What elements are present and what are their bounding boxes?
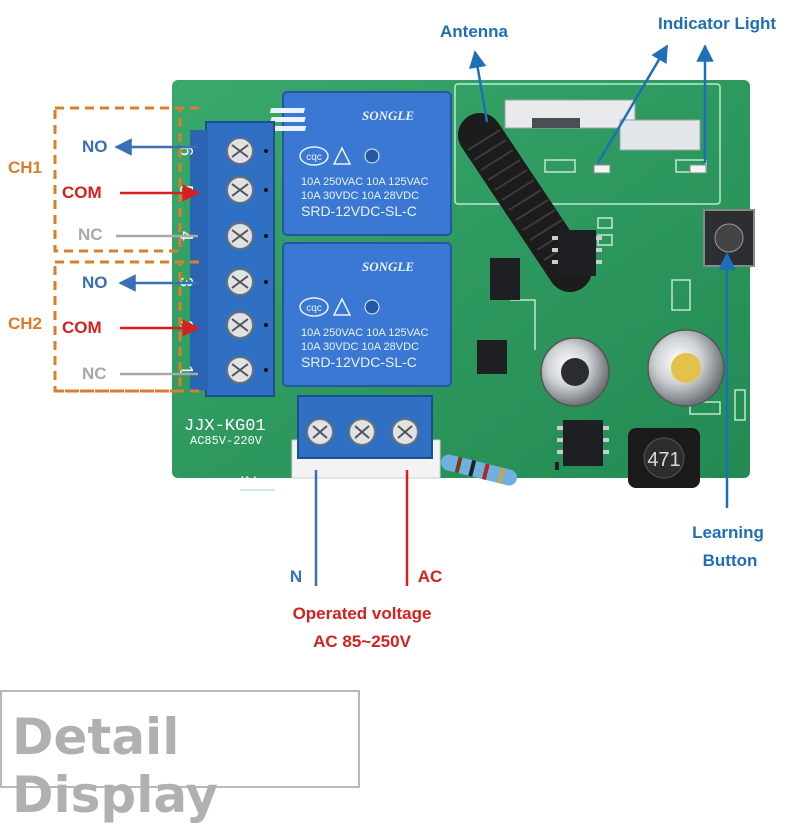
relay-rating-2: 10A 30VDC 10A 28VDC [301, 190, 419, 202]
ch2-nc-label: NC [82, 364, 107, 383]
relay-rating-1: 10A 250VAC 10A 125VAC [301, 327, 428, 339]
pin-number: 6 [176, 146, 196, 156]
antenna-callout: Antenna [440, 22, 508, 41]
input-screws [306, 418, 419, 446]
relay-1: SONGLE cqc 10A 250VAC 10A 125VAC 10A 30VDC … [269, 91, 452, 236]
indicator-pointer-1 [596, 44, 669, 164]
pin-number: 1 [176, 365, 196, 375]
ch2-no-label: NO [82, 273, 108, 292]
voltage-callout-line1: Operated voltage [292, 604, 432, 623]
ch1-label: CH1 [8, 158, 43, 177]
relay-board-diagram: SONGLE cqc 10A 250VAC 10A 125VAC 10A 30VDC … [53, 44, 755, 586]
chip-pins [552, 236, 609, 454]
relay-model: SRD-12VDC-SL-C [301, 354, 417, 370]
relay-cert: cqc [306, 152, 322, 163]
inductor [628, 428, 700, 488]
learning-callout-line1: Learning [692, 523, 764, 542]
relay-brand: SONGLE [362, 259, 414, 274]
learning-button[interactable] [703, 209, 755, 267]
antenna-pointer [469, 50, 489, 123]
smd-chips [477, 230, 603, 470]
relay-brand: SONGLE [362, 108, 414, 123]
capacitors [540, 329, 725, 407]
n-callout: N [289, 567, 303, 586]
detail-display-text: Detail Display [12, 708, 219, 824]
relay-rating-1: 10A 250VAC 10A 125VAC [301, 176, 428, 188]
silkscreen [240, 83, 746, 491]
relay-model: SRD-12VDC-SL-C [301, 203, 417, 219]
learning-callout-line2: Button [702, 551, 758, 570]
ch1-dashed-box [53, 106, 182, 253]
ch1-no-label: NO [82, 137, 108, 156]
ch1-com-label: COM [62, 183, 102, 202]
ch1-nc-label: NC [78, 225, 103, 244]
diagram-stage: SONGLE cqc 10A 250VAC 10A 125VAC 10A 30VDC … [0, 14, 777, 824]
relay-cert: cqc [306, 303, 322, 314]
board-rating: AC85V-220V [190, 434, 263, 448]
relays: SONGLE cqc 10A 250VAC 10A 125VAC 10A 30VDC … [229, 91, 452, 387]
spring-antenna [458, 113, 592, 292]
terminal-arrows [114, 138, 200, 376]
ch2-com-label: COM [62, 318, 102, 337]
ch2-label: CH2 [8, 314, 43, 333]
ac-callout: AC [417, 567, 443, 586]
relay-rating-2: 10A 30VDC 10A 28VDC [301, 341, 419, 353]
indicator-leds [593, 164, 707, 174]
input-pin-l: L [378, 485, 386, 502]
voltage-callout-line2: AC 85~250V [313, 632, 411, 651]
board-model: JJX-KG01 [184, 417, 266, 436]
resistor [440, 454, 518, 486]
indicator-callout: Indicator Light [657, 14, 777, 33]
input-label: IN [240, 473, 257, 492]
output-terminals [226, 137, 268, 384]
output-terminal-block [190, 121, 275, 397]
inductor-label: 471 [647, 449, 680, 471]
input-pin-n: N [307, 485, 318, 502]
detail-display-box: Detail Display [0, 690, 360, 824]
